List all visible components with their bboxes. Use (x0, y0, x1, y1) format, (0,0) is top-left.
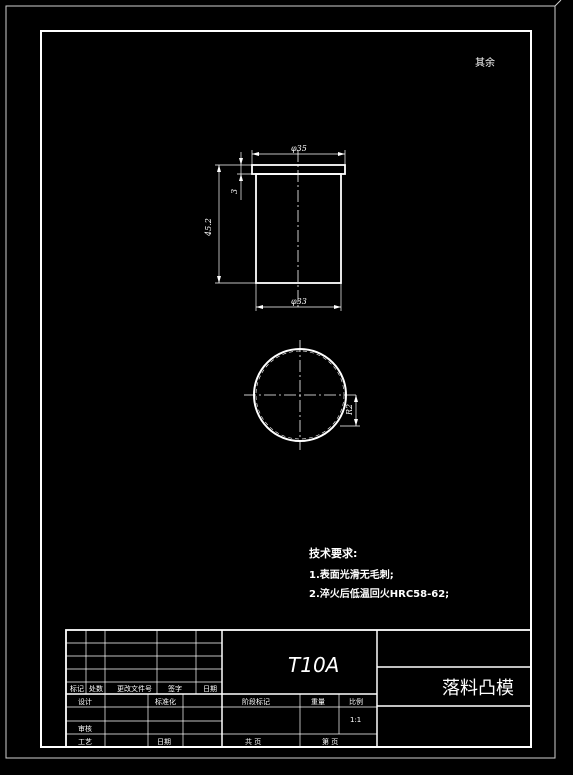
tb-label-mark: 标记 (70, 684, 84, 693)
dim-height-label: 45.2 (204, 218, 213, 237)
dim-step-label: 3 (230, 189, 239, 194)
tech-req-title: 技术要求: (309, 546, 357, 560)
punch-body (255, 173, 342, 284)
tb-label-scale: 比例 (349, 697, 363, 706)
dim-bottom-label: φ33 (291, 297, 307, 306)
tb-label-count: 处数 (89, 684, 103, 693)
tb-scale-value: 1:1 (350, 716, 361, 724)
tb-part-name: 落料凸模 (442, 678, 514, 699)
drawing-frame (40, 30, 532, 748)
tb-label-change-doc: 更改文件号 (117, 684, 152, 693)
front-view (215, 150, 346, 311)
dim-radius-label: R2 (345, 404, 354, 416)
tb-label-design: 设计 (78, 697, 92, 706)
circle-view (244, 340, 360, 450)
dim-top-label: φ35 (291, 144, 307, 153)
tb-label-standardize: 标准化 (155, 697, 176, 706)
tb-label-approve: 日期 (157, 738, 171, 746)
sheet-corner-mark (554, 0, 562, 7)
corner-note: 其余 (475, 56, 495, 69)
tb-label-stage-mark: 阶段标记 (242, 697, 270, 706)
tb-label-process: 工艺 (78, 738, 92, 746)
tb-label-sheet-no: 第 页 (322, 737, 338, 746)
tb-material: T10A (288, 653, 339, 677)
tb-label-date: 日期 (203, 685, 217, 693)
title-block (65, 629, 532, 748)
tb-label-weight: 重量 (311, 698, 325, 706)
sheet-outer-border (5, 5, 556, 759)
dim-arrows (217, 152, 345, 309)
punch-collar (251, 164, 346, 175)
tech-req-item-1: 1.表面光滑无毛刺; (309, 568, 394, 581)
tb-label-total-sheets: 共 页 (245, 737, 261, 746)
tb-label-signature: 签字 (168, 684, 182, 693)
tech-req-item-2: 2.淬火后低温回火HRC58-62; (309, 587, 449, 600)
tb-label-review: 审核 (78, 724, 92, 733)
